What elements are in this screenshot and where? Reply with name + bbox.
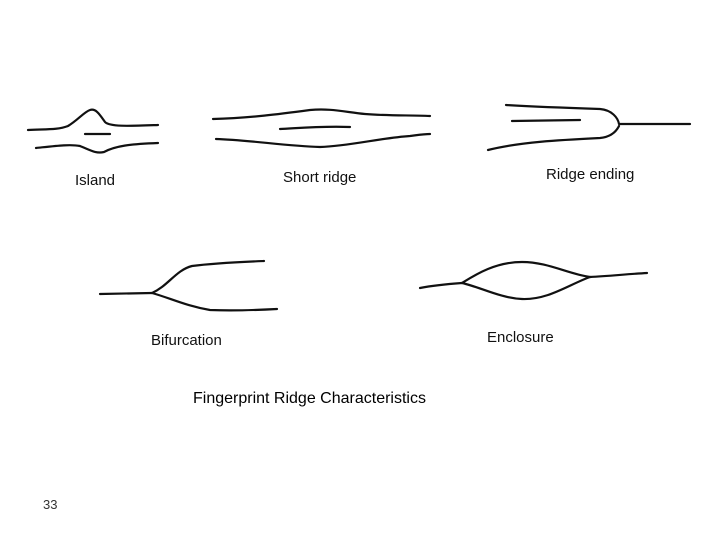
ridge-ending-lower-ridge [486, 124, 621, 152]
enclosure-right-ridge [588, 271, 649, 279]
enclosure-figure [418, 260, 649, 301]
enclosure-label: Enclosure [487, 329, 554, 346]
enclosure-lower-branch [460, 275, 592, 301]
bifurcation-figure [98, 259, 279, 312]
island-upper-ridge [26, 108, 160, 132]
ridge-ending-segment [510, 118, 582, 123]
short-ridge-upper-ridge [211, 108, 432, 121]
bifurcation-upper-branch [150, 259, 266, 295]
short-ridge-figure [211, 108, 432, 149]
slide-number: 33 [43, 497, 58, 512]
ridge-ending-figure [486, 103, 692, 152]
short-ridge-label: Short ridge [283, 169, 357, 186]
ridge-ending-label: Ridge ending [546, 166, 635, 183]
island-lower-ridge [34, 141, 160, 154]
island-label: Island [75, 172, 116, 189]
bifurcation-stem [98, 291, 154, 296]
ridge-ending-upper-ridge [504, 103, 692, 126]
bifurcation-lower-branch [150, 291, 279, 312]
island-figure [26, 108, 160, 154]
short-ridge-lower-ridge [214, 132, 432, 149]
enclosure-left-ridge [418, 281, 464, 290]
enclosure-upper-branch [460, 260, 592, 285]
figure-caption: Fingerprint Ridge Characteristics [193, 390, 426, 407]
short-ridge-segment [278, 125, 352, 131]
bifurcation-label: Bifurcation [151, 332, 222, 349]
